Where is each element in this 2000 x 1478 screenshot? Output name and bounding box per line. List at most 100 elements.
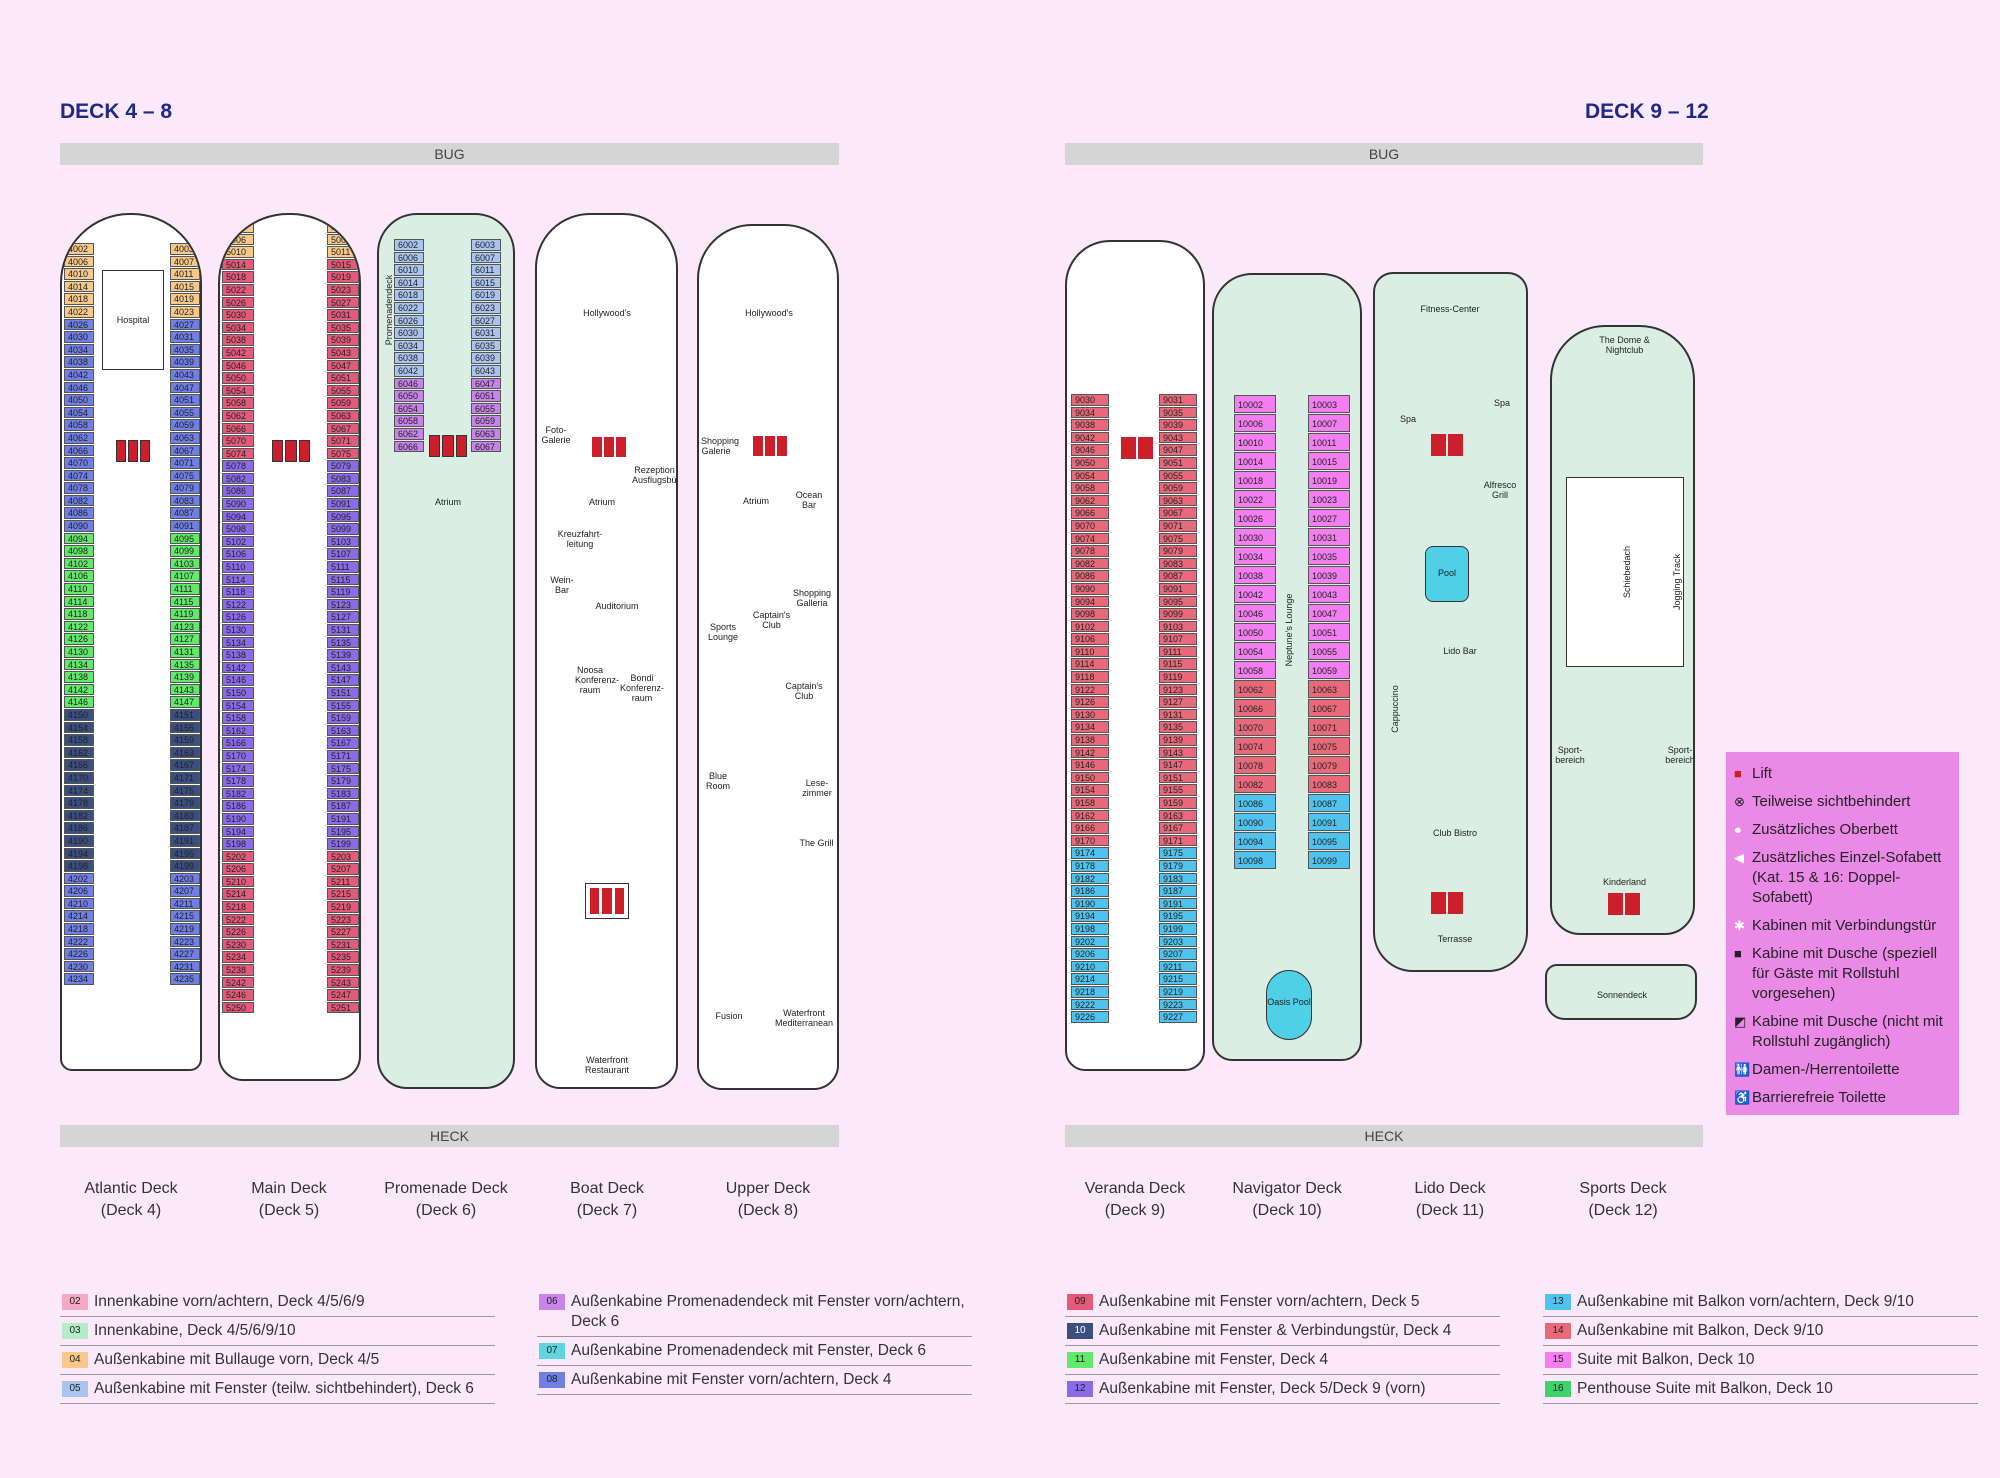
cabin-5099: 5099 [327, 523, 359, 535]
auditorium-label: Auditorium [595, 601, 639, 611]
cabin-9123: 9123 [1159, 683, 1197, 696]
cabin-6002: 6002 [394, 239, 424, 251]
cabin-4230: 4230 [64, 960, 94, 973]
rezeption-label: Rezeption Ausflugsbüro [632, 465, 677, 485]
cabin-6027: 6027 [471, 314, 501, 327]
cabin-6039: 6039 [471, 352, 501, 364]
cabin-10099: 10099 [1308, 851, 1350, 869]
cabin-5103: 5103 [327, 535, 359, 548]
legend-text: Kabine mit Dusche (nicht mit Rollstuhl z… [1752, 1013, 1943, 1050]
cabin-9043: 9043 [1159, 431, 1197, 444]
cabin-10010: 10010 [1234, 433, 1276, 451]
lift-icon [592, 437, 602, 457]
lift-icon [777, 436, 787, 456]
category-code: 07 [539, 1343, 565, 1359]
cabin-10034: 10034 [1234, 547, 1276, 565]
cabin-10035: 10035 [1308, 547, 1350, 565]
cabin-9198: 9198 [1071, 922, 1109, 935]
deck-6-lifts [429, 435, 467, 457]
cabin-9218: 9218 [1071, 985, 1109, 998]
cabin-5194: 5194 [222, 825, 254, 838]
cabin-4159: 4159 [170, 734, 200, 746]
cabin-5003: 5003 [327, 221, 359, 233]
cabin-5059: 5059 [327, 397, 359, 409]
cabin-10059: 10059 [1308, 661, 1350, 679]
cabin-9078: 9078 [1071, 545, 1109, 557]
cabin-9047: 9047 [1159, 444, 1197, 456]
cabin-5139: 5139 [327, 649, 359, 661]
cabin-9083: 9083 [1159, 557, 1197, 570]
cabin-5162: 5162 [222, 724, 254, 737]
cabin-5019: 5019 [327, 271, 359, 283]
cabin-4170: 4170 [64, 771, 94, 784]
cabin-5207: 5207 [327, 863, 359, 875]
cabin-4115: 4115 [170, 595, 200, 608]
legend-item: ■Kabine mit Dusche (speziell für Gäste m… [1734, 944, 1951, 1004]
cabin-9074: 9074 [1071, 532, 1109, 545]
cabin-5154: 5154 [222, 699, 254, 712]
category-code: 16 [1545, 1381, 1571, 1397]
cabin-4042: 4042 [64, 368, 94, 381]
cabin-4035: 4035 [170, 343, 200, 356]
cabin-5107: 5107 [327, 548, 359, 561]
cabin-9103: 9103 [1159, 620, 1197, 633]
cabin-10098: 10098 [1234, 851, 1276, 869]
lift-icon [753, 436, 763, 456]
deck-number: (Deck 12) [1588, 1202, 1658, 1219]
cabin-9127: 9127 [1159, 696, 1197, 708]
cabin-5022: 5022 [222, 283, 254, 296]
cabin-6047: 6047 [471, 377, 501, 390]
cabin-10063: 10063 [1308, 680, 1350, 698]
cabin-4083: 4083 [170, 494, 200, 507]
category-text: Außenkabine mit Fenster, Deck 5/Deck 9 (… [1099, 1380, 1426, 1397]
cabin-4030: 4030 [64, 331, 94, 343]
cabin-5123: 5123 [327, 598, 359, 611]
cabin-10074: 10074 [1234, 737, 1276, 755]
category-code: 02 [62, 1294, 88, 1310]
cabin-5098: 5098 [222, 523, 254, 535]
cabin-10051: 10051 [1308, 623, 1350, 641]
cabin-5014: 5014 [222, 258, 254, 271]
cabin-4210: 4210 [64, 897, 94, 910]
cabin-10047: 10047 [1308, 604, 1350, 622]
cabin-5235: 5235 [327, 951, 359, 964]
cabin-10083: 10083 [1308, 775, 1350, 793]
cabin-9174: 9174 [1071, 847, 1109, 859]
cabin-10078: 10078 [1234, 756, 1276, 774]
cabin-6015: 6015 [471, 276, 501, 289]
cabin-5046: 5046 [222, 359, 254, 372]
hospital-label: Hospital [116, 315, 150, 325]
cabin-4158: 4158 [64, 734, 94, 746]
spa-right-label: Spa [1493, 398, 1510, 408]
cabin-10038: 10038 [1234, 566, 1276, 584]
lift-icon [614, 888, 624, 914]
cabin-9163: 9163 [1159, 809, 1197, 822]
cabin-4155: 4155 [170, 721, 200, 734]
cabin-4151: 4151 [170, 708, 200, 721]
cabin-4102: 4102 [64, 557, 94, 570]
cabin-5142: 5142 [222, 661, 254, 674]
cabin-9107: 9107 [1159, 633, 1197, 645]
cabin-10030: 10030 [1234, 528, 1276, 546]
cabin-4150: 4150 [64, 708, 94, 721]
cabin-6035: 6035 [471, 339, 501, 352]
cabin-4106: 4106 [64, 570, 94, 583]
deck-12-plan: The Dome & Nightclub Schiebedach Jogging… [1550, 325, 1695, 935]
cabin-4195: 4195 [170, 847, 200, 860]
cabin-5223: 5223 [327, 913, 359, 926]
lift-icon [455, 435, 467, 457]
legend-symbol-icon: ◀ [1734, 850, 1744, 865]
cabin-5031: 5031 [327, 309, 359, 321]
cabin-10039: 10039 [1308, 566, 1350, 584]
cabin-5243: 5243 [327, 976, 359, 989]
cabin-9054: 9054 [1071, 469, 1109, 482]
cabin-4090: 4090 [64, 520, 94, 532]
cabin-6066: 6066 [394, 440, 424, 453]
cabin-5086: 5086 [222, 485, 254, 498]
cabin-9203: 9203 [1159, 935, 1197, 948]
cabin-10082: 10082 [1234, 775, 1276, 793]
cabin-10019: 10019 [1308, 471, 1350, 489]
